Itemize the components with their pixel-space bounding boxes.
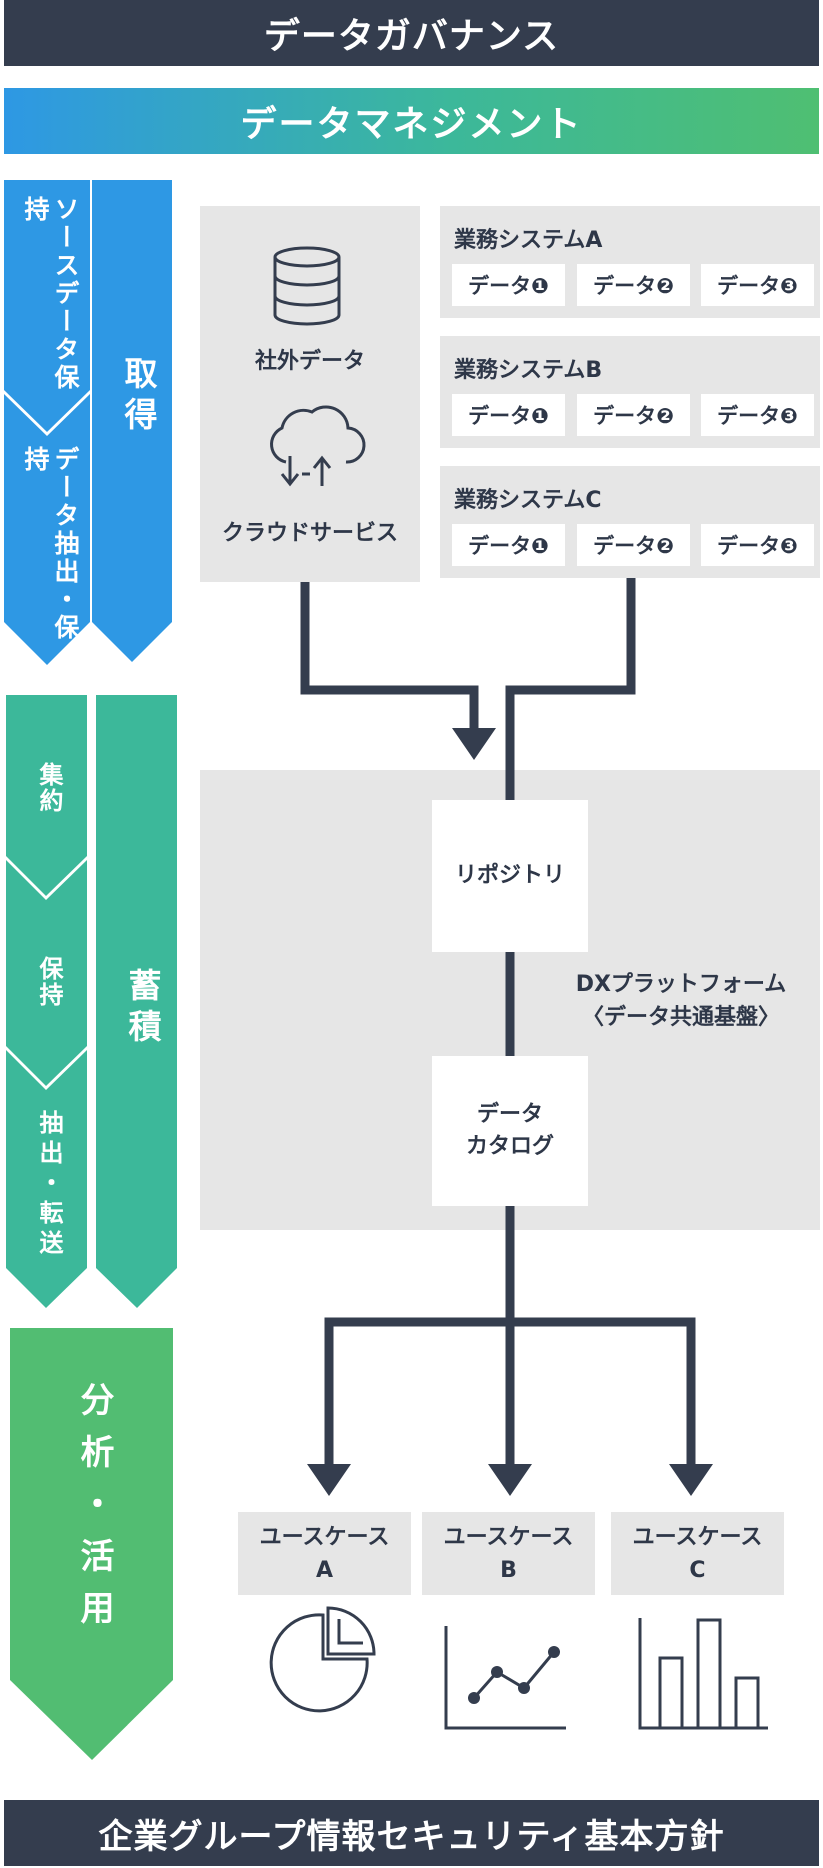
- connector-external-to-platform: [300, 582, 479, 730]
- external-sources-panel: [200, 206, 420, 582]
- chevron-analyze-phase: [10, 1328, 173, 1760]
- bar-chart-icon: [638, 1618, 768, 1730]
- system-c-data-3: データ❸: [701, 524, 814, 566]
- connector-systems-to-platform: [505, 578, 636, 800]
- arrow-to-use-case-b: [488, 1464, 532, 1496]
- chevron-acquire-phase: [92, 180, 172, 662]
- security-policy-bar: 企業グループ情報セキュリティ基本方針: [4, 1800, 819, 1866]
- chevron-hold: [6, 860, 87, 1086]
- use-case-b-box: ユースケース B: [422, 1512, 595, 1595]
- system-b-data-1: データ❶: [452, 394, 565, 436]
- phase-accumulate-label: 蓄積: [123, 968, 162, 1050]
- chevron-extract-hold: [4, 394, 90, 665]
- chevron-extract-transfer: [6, 1050, 87, 1308]
- chevron-aggregate: [6, 695, 87, 896]
- pie-chart-icon: [269, 1606, 376, 1713]
- cloud-service-label: クラウドサービス: [221, 521, 398, 546]
- arrow-to-use-case-a: [307, 1464, 351, 1496]
- data-management-bar: データマネジメント: [4, 88, 819, 154]
- chevron-source-data: [4, 180, 90, 432]
- step-hold: 保持: [35, 956, 63, 1008]
- step-aggregate: 集約: [35, 762, 63, 814]
- line-chart-icon: [444, 1626, 566, 1730]
- system-b-data-3: データ❸: [701, 394, 814, 436]
- business-system-c-title: 業務システムC: [454, 488, 602, 513]
- external-data-label: 社外データ: [254, 349, 365, 374]
- use-case-c-box: ユースケース C: [611, 1512, 784, 1595]
- repository-box: リポジトリ: [432, 800, 588, 952]
- dx-platform-label: DXプラットフォーム 〈データ共通基盤〉: [575, 972, 787, 1030]
- system-c-data-2: データ❷: [577, 524, 690, 566]
- data-catalog-box: データ カタログ: [432, 1056, 588, 1206]
- cloud-sync-icon: [270, 405, 366, 487]
- system-a-data-1: データ❶: [452, 264, 565, 306]
- phase-analyze-label: 分析・活用: [74, 1382, 114, 1642]
- system-a-data-2: データ❷: [577, 264, 690, 306]
- business-system-a-title: 業務システムA: [454, 228, 603, 253]
- system-b-data-2: データ❷: [577, 394, 690, 436]
- system-c-data-1: データ❶: [452, 524, 565, 566]
- phase-acquire-label: 取得: [119, 356, 158, 438]
- step-source-data: ソースデータ保持: [21, 196, 80, 392]
- business-system-b-title: 業務システムB: [454, 358, 603, 383]
- arrow-into-platform: [452, 728, 496, 760]
- system-a-data-3: データ❸: [701, 264, 814, 306]
- arrow-to-use-case-c: [669, 1464, 713, 1496]
- step-extract-transfer: 抽出・転送: [35, 1110, 63, 1260]
- step-extract-hold: データ抽出・保持: [21, 446, 80, 642]
- use-case-a-box: ユースケース A: [238, 1512, 411, 1595]
- database-icon: [273, 246, 341, 326]
- data-governance-bar: データガバナンス: [4, 0, 819, 66]
- chevron-accumulate-phase: [96, 695, 177, 1308]
